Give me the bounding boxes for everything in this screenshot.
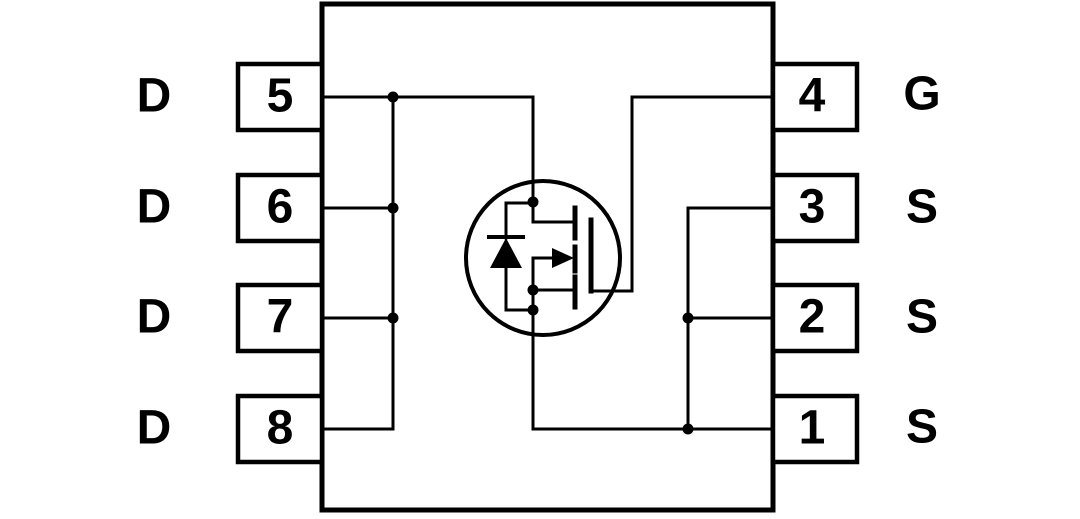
n-channel-mosfet-with-body-diode-icon xyxy=(464,179,622,431)
pin-number: 3 xyxy=(799,181,826,234)
package-outline xyxy=(319,1,776,513)
bus-junction-dots xyxy=(387,91,694,435)
junction-dot xyxy=(527,304,539,316)
pin-box-1 xyxy=(770,393,860,465)
pin-box-4 xyxy=(770,61,860,133)
body-arrow-head-icon xyxy=(552,248,574,268)
source-bus xyxy=(686,206,775,431)
pin-number: 4 xyxy=(799,70,826,123)
pin-function-label: D xyxy=(137,70,172,123)
pin-box-3 xyxy=(770,172,860,244)
junction-dot xyxy=(387,312,399,324)
pin-number: 8 xyxy=(267,402,294,455)
pin-box-7 xyxy=(235,282,325,354)
junction-dot xyxy=(527,284,539,296)
pin-number: 5 xyxy=(267,70,294,123)
pin-box-5 xyxy=(235,61,325,133)
body-diode-icon xyxy=(487,201,535,312)
pin-box-2 xyxy=(770,282,860,354)
pin-box-6 xyxy=(235,172,325,244)
junction-dot xyxy=(387,202,399,214)
diode-triangle xyxy=(490,238,522,268)
pin-function-label: D xyxy=(137,181,172,234)
pin-number: 1 xyxy=(799,402,826,455)
right-pins: 4 3 2 1 G S S S xyxy=(770,61,941,465)
pin-function-label: S xyxy=(906,181,938,234)
pin-function-label: D xyxy=(137,291,172,344)
mosfet-circle xyxy=(464,179,622,337)
internal-wiring xyxy=(320,95,775,431)
diode-cathode-lead xyxy=(504,201,535,240)
junction-dot xyxy=(682,423,694,435)
junction-dot xyxy=(387,91,399,103)
pin-function-label: G xyxy=(903,68,940,121)
pin-function-label: S xyxy=(906,401,938,454)
drain-bus xyxy=(320,95,395,431)
junction-dot xyxy=(527,196,539,208)
pin-number: 2 xyxy=(799,291,826,344)
diode-anode-lead xyxy=(504,264,535,312)
left-pins: 5 6 7 8 D D D D xyxy=(137,61,325,465)
pin-number: 6 xyxy=(267,181,294,234)
pin-box-8 xyxy=(235,393,325,465)
junction-dot xyxy=(682,312,694,324)
pin-number: 7 xyxy=(267,291,294,344)
drain-wire xyxy=(320,95,577,224)
pin-function-label: D xyxy=(137,402,172,455)
pin-function-label: S xyxy=(906,291,938,344)
